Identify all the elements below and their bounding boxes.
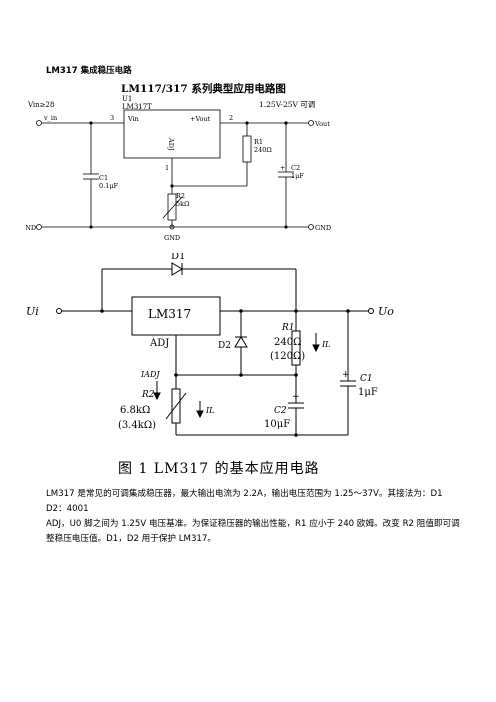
description-paragraph-2: ADJ，U0 脚之间为 1.25V 电压基准。为保证稳压器的输出性能，R1 应小…: [46, 519, 460, 544]
fig2-c1-plus: +: [342, 370, 350, 380]
fig2-r2-alt: (3.4kΩ): [118, 420, 156, 431]
fig2-r2-value: 6.8kΩ: [120, 405, 150, 416]
fig1-r2-name: R2: [176, 192, 185, 200]
fig2-adj: ADJ: [149, 338, 169, 349]
fig2-iadj: IADJ: [140, 370, 160, 379]
fig1-vout-range: 1.25V-25V 可调: [259, 100, 315, 109]
fig1-r2-value: 5kΩ: [176, 200, 189, 208]
lm317-typical-circuit-diagram: LM117/317 系列典型应用电路图 Vin≥28 U1 LM317T 1.2…: [26, 82, 331, 242]
fig1-gnd-mid: GND: [164, 234, 180, 242]
fig1-part-label: LM317T: [122, 103, 152, 111]
fig2-il-2: IL: [205, 406, 214, 415]
fig1-gnd-left: GND: [26, 224, 36, 232]
fig2-c2-plus: +: [292, 392, 300, 402]
fig2-r2: R2: [141, 390, 155, 400]
fig1-node-2: 2: [229, 114, 233, 122]
fig1-u1-label: U1: [122, 95, 132, 103]
fig1-pin-vin-inner: Vin: [127, 115, 139, 123]
document-title: LM317 集成稳压电路: [46, 66, 132, 76]
fig2-c2-value: 10μF: [264, 419, 290, 430]
fig1-adj: ADJ: [167, 137, 175, 151]
fig2-r1-value: 240Ω: [274, 337, 301, 348]
fig1-gnd-right: GND: [315, 224, 331, 232]
fig1-c2-value: 1μF: [291, 172, 304, 180]
fig2-uo: Uo: [378, 305, 394, 318]
fig1-c1-value: 0.1μF: [99, 182, 119, 190]
fig2-r1: R1: [281, 323, 295, 333]
fig2-d2: D2: [218, 341, 231, 351]
fig1-r1-value: 240Ω: [254, 146, 272, 154]
fig1-c1-name: C1: [99, 174, 108, 182]
fig1-r1-name: R1: [254, 138, 263, 146]
fig1-title: LM117/317 系列典型应用电路图: [121, 82, 286, 95]
fig1-vin-label: Vin≥28: [27, 101, 54, 109]
figure-caption: 图 1 LM317 的基本应用电路: [118, 461, 320, 477]
fig2-ic-label: LM317: [148, 307, 191, 321]
fig1-pin-vin: v_in: [43, 114, 57, 122]
fig2-il-1: IL: [321, 340, 330, 349]
fig2-c1: C1: [360, 374, 373, 384]
fig1-node-1: 1: [165, 164, 169, 172]
fig1-c2-plus: +: [280, 164, 285, 172]
fig2-r1-alt: (120Ω): [270, 351, 305, 362]
fig2-d1: D1: [171, 253, 185, 262]
fig2-ui: Ui: [26, 305, 39, 318]
fig1-c2-name: C2: [291, 164, 300, 172]
lm317-basic-circuit-diagram: D1 Ui Uo LM317 ADJ D2 R1 240Ω (120Ω) IL …: [26, 253, 394, 437]
fig2-c2: C2: [274, 406, 287, 416]
description-paragraph-1: LM317 是常见的可调集成稳压器，最大输出电流为 2.2A，输出电压范围为 1…: [46, 489, 443, 514]
fig1-node-3: 3: [110, 114, 114, 122]
fig1-pin-out: Vout: [314, 120, 330, 128]
fig2-c1-value: 1μF: [358, 387, 378, 398]
fig1-pin-vout-inner: +Vout: [190, 115, 211, 123]
